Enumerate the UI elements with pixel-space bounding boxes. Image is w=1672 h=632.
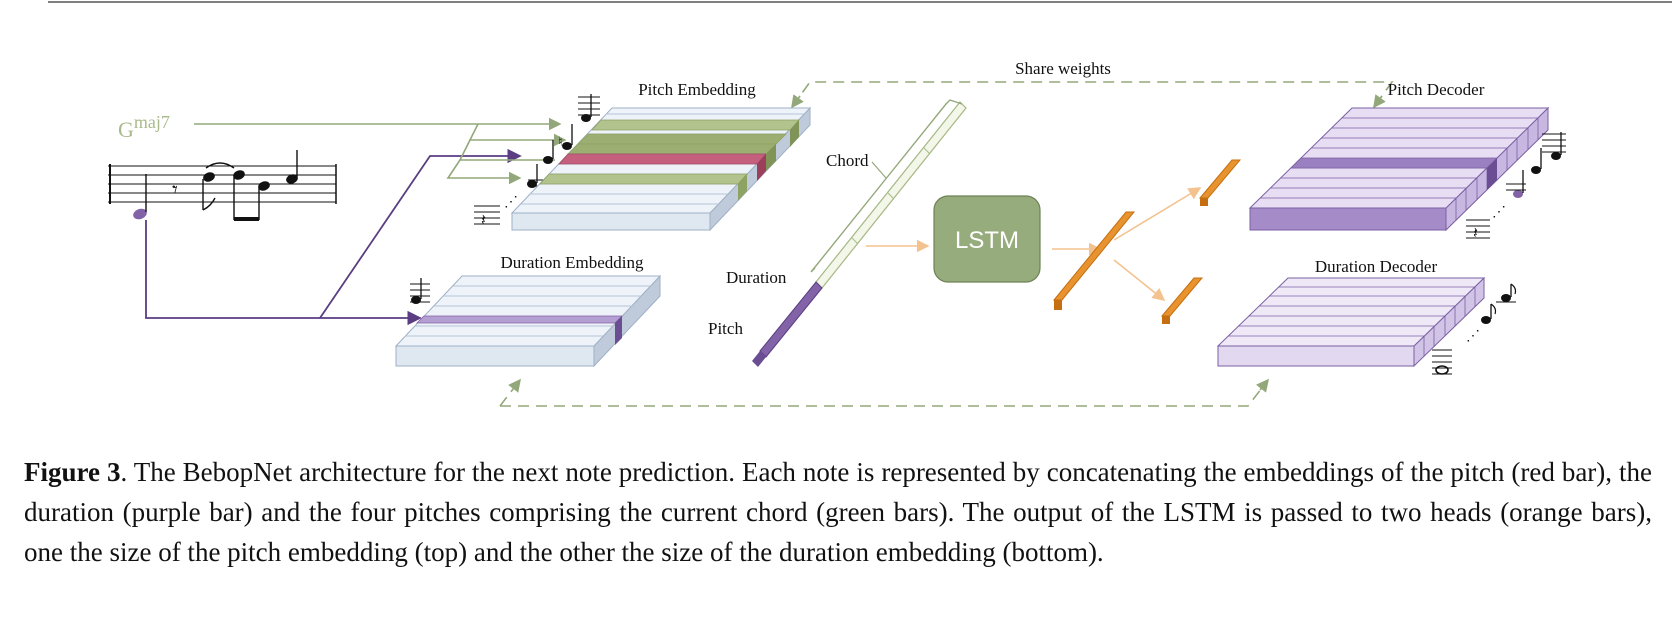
bottom-dashed-connector: [499, 378, 1269, 407]
pitch-embedding-block: [510, 106, 812, 232]
caption-label: Figure 3: [24, 457, 121, 487]
to-pitch-head-arrow: [1113, 187, 1202, 241]
duration-decoder-block: [1216, 276, 1486, 368]
lstm-output-bar: [1052, 211, 1136, 301]
pitch-bar: [558, 153, 767, 165]
whole-note-icon: ⋰: [1432, 283, 1517, 375]
lstm-block: LSTM: [933, 195, 1041, 283]
svg-text:⋰: ⋰: [1466, 329, 1480, 344]
quarter-note-icon: ♮ ⋰: [504, 94, 600, 210]
input-vector: [752, 99, 967, 367]
svg-text:𝄽: 𝄽: [481, 212, 486, 229]
duration-bar: [416, 315, 623, 324]
rest-icon: 𝄽: [474, 205, 500, 229]
duration-segment: [759, 281, 823, 358]
eighth-note-icon: ⋰ 𝄽: [1466, 132, 1566, 242]
pitch-decoder-block: [1248, 106, 1550, 232]
duration-decoder-label: Duration Decoder: [1315, 257, 1438, 276]
duration-embedding-block: [394, 274, 662, 368]
figure-caption: Figure 3. The BebopNet architecture for …: [24, 452, 1652, 572]
pitch-embedding-label: Pitch Embedding: [638, 80, 756, 99]
chord-bar-3: [567, 143, 777, 155]
pitch-decoder-label: Pitch Decoder: [1388, 80, 1485, 99]
svg-text:𝄽: 𝄽: [1473, 225, 1478, 242]
duration-label: Duration: [726, 268, 787, 287]
to-duration-head-arrow: [1113, 259, 1166, 301]
lstm-label: LSTM: [955, 227, 1019, 254]
share-weights-label: Share weights: [1015, 59, 1111, 78]
svg-text:⋰: ⋰: [504, 195, 518, 210]
chord-bar-2: [577, 133, 787, 145]
svg-text:♮: ♮: [558, 134, 563, 149]
svg-text:⋰: ⋰: [1492, 205, 1506, 220]
chord-label: Chord: [826, 151, 869, 170]
architecture-diagram: Share weights Gmaj7 𝄾: [48, 1, 1672, 407]
pitch-label: Pitch: [708, 319, 743, 338]
chord-bar-1: [591, 119, 800, 131]
chord-bar-4: [539, 173, 748, 185]
chord-branch-arrows: [446, 123, 567, 185]
duration-head-bar: [1160, 277, 1204, 317]
duration-input-path: [145, 220, 422, 326]
duration-embedding-label: Duration Embedding: [500, 253, 644, 272]
quarter-note-icon: [410, 278, 430, 304]
pitch-input-path: [319, 148, 522, 319]
pitch-segment: [752, 351, 766, 367]
share-weights-connector: [791, 81, 1394, 109]
pitch-head-bar: [1198, 159, 1242, 199]
caption-text: . The BebopNet architecture for the next…: [24, 457, 1652, 567]
chord-symbol: Gmaj7: [118, 112, 170, 142]
music-staff-icon: 𝄾: [108, 150, 337, 221]
svg-text:𝄾: 𝄾: [172, 177, 178, 202]
